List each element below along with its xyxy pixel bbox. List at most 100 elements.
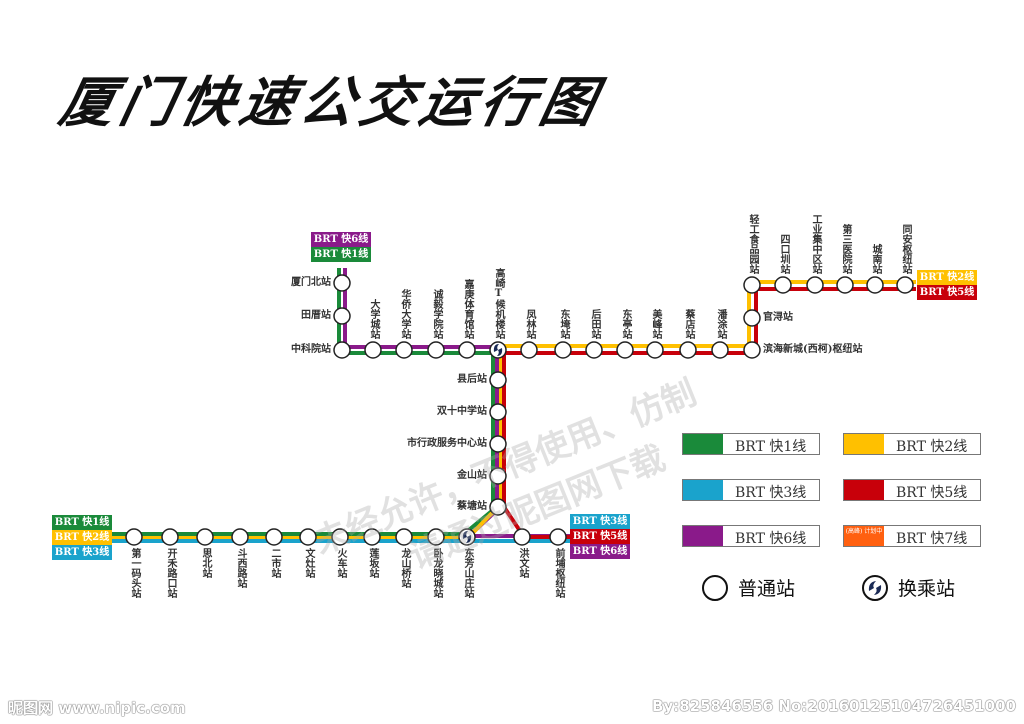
station[interactable] [554,341,572,359]
transfer-station[interactable] [458,528,476,546]
station[interactable] [333,341,351,359]
station[interactable] [196,528,214,546]
station-label: 火车站 [335,548,346,578]
station[interactable] [265,528,283,546]
station[interactable] [125,528,143,546]
station[interactable] [458,341,476,359]
station-label: 潘涂站 [715,309,726,339]
station[interactable] [743,309,761,327]
station-label: 洪文站 [517,548,528,578]
normal-station-label: 普通站 [738,578,796,600]
legend-note [844,434,884,435]
legend-item: BRT 快5线 [843,479,981,501]
station[interactable] [585,341,603,359]
station-label: 双十中学站 [437,406,487,417]
station-label: 诚毅学院站 [431,289,442,339]
station[interactable] [333,307,351,325]
station-label: 美峰站 [650,309,661,339]
footer-site: 昵图网 www.nipic.com [8,699,186,717]
badge-line3-southeast: BRT 快3线 [570,514,630,529]
station-label: 工业集中区站 [810,214,821,274]
station[interactable] [161,528,179,546]
station[interactable] [489,467,507,485]
station[interactable] [427,528,445,546]
station[interactable] [646,341,664,359]
station-label: 凤林站 [524,309,535,339]
station[interactable] [489,435,507,453]
station-label: 东埯站 [558,309,569,339]
transfer-icon [462,531,472,543]
station[interactable] [679,341,697,359]
station[interactable] [333,274,351,292]
legend-item: BRT 快6线 [682,525,820,547]
station-label: 轻工食品园站 [747,214,758,274]
station-label: 厦门北站 [291,277,331,288]
station[interactable] [231,528,249,546]
station[interactable] [836,276,854,294]
station[interactable] [743,276,761,294]
legend-swatch: (高峰) 计划中 [844,526,884,546]
station-label: 卧龙晓城站 [431,548,442,598]
badge-line3-west: BRT 快3线 [52,545,112,560]
station[interactable] [395,341,413,359]
station-label: 蔡塘站 [457,501,487,512]
station[interactable] [616,341,634,359]
station[interactable] [489,371,507,389]
station-label: 第一码头站 [129,548,140,598]
legend-label: BRT 快1线 [735,439,807,455]
legend-note [683,526,723,527]
badge-line2-west: BRT 快2线 [52,530,112,545]
legend-swatch [683,434,723,454]
station[interactable] [806,276,824,294]
station[interactable] [513,528,531,546]
badge-line5-northeast: BRT 快5线 [917,285,977,300]
station-label: 四口圳站 [778,234,789,274]
station-label: 田厝站 [301,310,331,321]
legend-item: (高峰) 计划中 BRT 快7线 [843,525,981,547]
legend-item: BRT 快1线 [682,433,820,455]
station[interactable] [364,341,382,359]
station-label: 大学城站 [368,299,379,339]
legend-item: BRT 快3线 [682,479,820,501]
station-label: 高崎T候机楼站 [493,268,504,339]
station-label: 蔡店站 [683,309,694,339]
station[interactable] [489,498,507,516]
legend-note [683,480,723,481]
station[interactable] [896,276,914,294]
station[interactable] [743,341,761,359]
legend-note: (高峰) 计划中 [845,528,883,535]
station-label: 同安枢纽站 [900,224,911,274]
station[interactable] [395,528,413,546]
legend-label: BRT 快7线 [896,531,968,547]
station-label: 开禾路口站 [165,548,176,598]
footer-id: By:825846556 No:20160125104726451000 [652,697,1016,715]
station[interactable] [774,276,792,294]
station-label: 县后站 [457,374,487,385]
station[interactable] [331,528,349,546]
station-label: 中科院站 [291,344,331,355]
legend-label: BRT 快6线 [735,531,807,547]
transfer-icon [493,344,503,356]
station[interactable] [427,341,445,359]
station[interactable] [866,276,884,294]
station-label: 东亭站 [620,309,631,339]
transfer-station[interactable] [489,341,507,359]
station-label: 第三医院站 [840,224,851,274]
station-label: 二市站 [269,548,280,578]
station-label: 官浔站 [763,312,793,323]
badge-line6-north: BRT 快6线 [311,232,371,247]
station[interactable] [299,528,317,546]
station-label: 前埔枢纽站 [553,548,564,598]
station-label: 华侨大学站 [399,289,410,339]
station[interactable] [549,528,567,546]
station[interactable] [520,341,538,359]
station[interactable] [363,528,381,546]
station[interactable] [489,403,507,421]
station-label: 金山站 [457,470,487,481]
badge-line1-north: BRT 快1线 [311,247,371,262]
station[interactable] [711,341,729,359]
station-label: 城南站 [870,244,881,274]
transfer-station-icon [862,575,888,601]
